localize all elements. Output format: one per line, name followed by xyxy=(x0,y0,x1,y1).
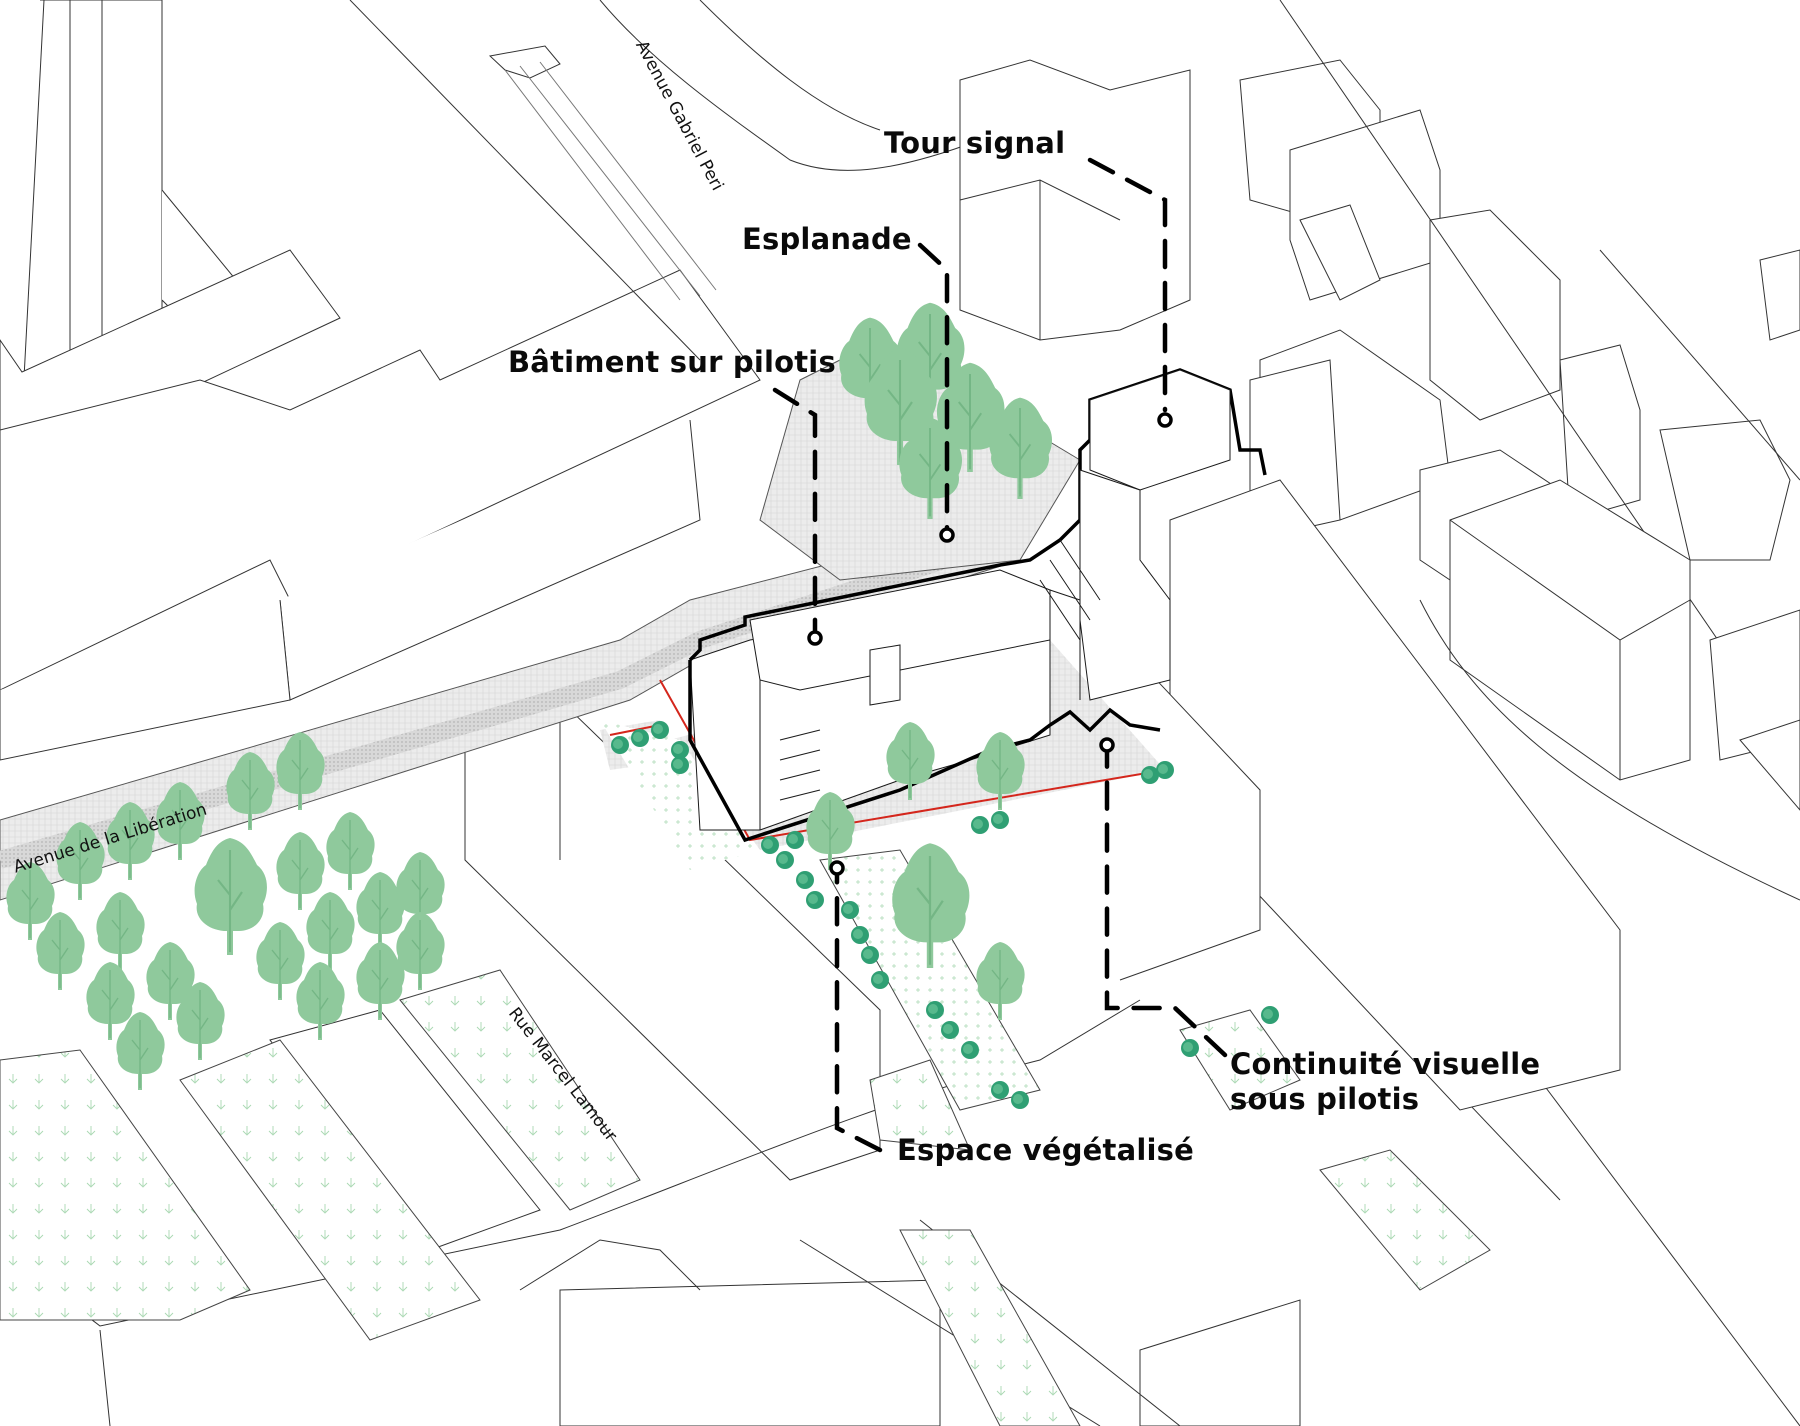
lawn-right xyxy=(1319,1149,1491,1291)
leader-esplanade xyxy=(917,242,950,533)
lawn-center-left xyxy=(399,969,641,1211)
leader-continuite-visuelle xyxy=(1104,742,1228,1058)
lawn-left-mid xyxy=(179,1039,481,1341)
label-continuite-visuelle: Continuité visuelle sous pilotis xyxy=(1230,1047,1540,1117)
planted-edge xyxy=(600,720,760,870)
endpoint-continuite-visuelle xyxy=(1099,737,1115,753)
station-roof xyxy=(488,45,561,79)
endpoint-espace-vegetalise xyxy=(829,860,845,876)
label-tour-signal: Tour signal xyxy=(884,126,1066,160)
label-espace-vegetalise: Espace végétalisé xyxy=(897,1133,1194,1167)
endpoint-tour-signal xyxy=(1157,412,1173,428)
block-top-center xyxy=(959,59,1191,341)
label-continuite-line2: sous pilotis xyxy=(1230,1081,1420,1116)
label-esplanade: Esplanade xyxy=(742,222,912,256)
planted-strip xyxy=(819,849,1041,1111)
label-continuite-line1: Continuité visuelle xyxy=(1230,1047,1541,1081)
lawn-left xyxy=(0,1049,251,1321)
block-bottom-center xyxy=(559,1279,941,1426)
leader-batiment-pilotis xyxy=(772,387,818,633)
endpoint-batiment-pilotis xyxy=(807,630,823,646)
leader-tour-signal xyxy=(1087,157,1168,413)
leader-lines xyxy=(772,157,1228,1153)
leader-endpoints xyxy=(807,412,1173,876)
project-building-pilotis xyxy=(689,569,1081,831)
lawn-right-small xyxy=(1179,1009,1301,1111)
label-batiment-pilotis: Bâtiment sur pilotis xyxy=(508,345,836,379)
project-tower-signal xyxy=(1039,369,1231,701)
leader-espace-vegetalise xyxy=(834,867,883,1153)
lawn-triangle-1 xyxy=(869,1059,971,1151)
endpoint-esplanade xyxy=(939,527,955,543)
block-right-tall xyxy=(1449,479,1691,781)
lawn-areas xyxy=(0,720,1491,1426)
lawn-triangle-2 xyxy=(899,1229,1081,1426)
